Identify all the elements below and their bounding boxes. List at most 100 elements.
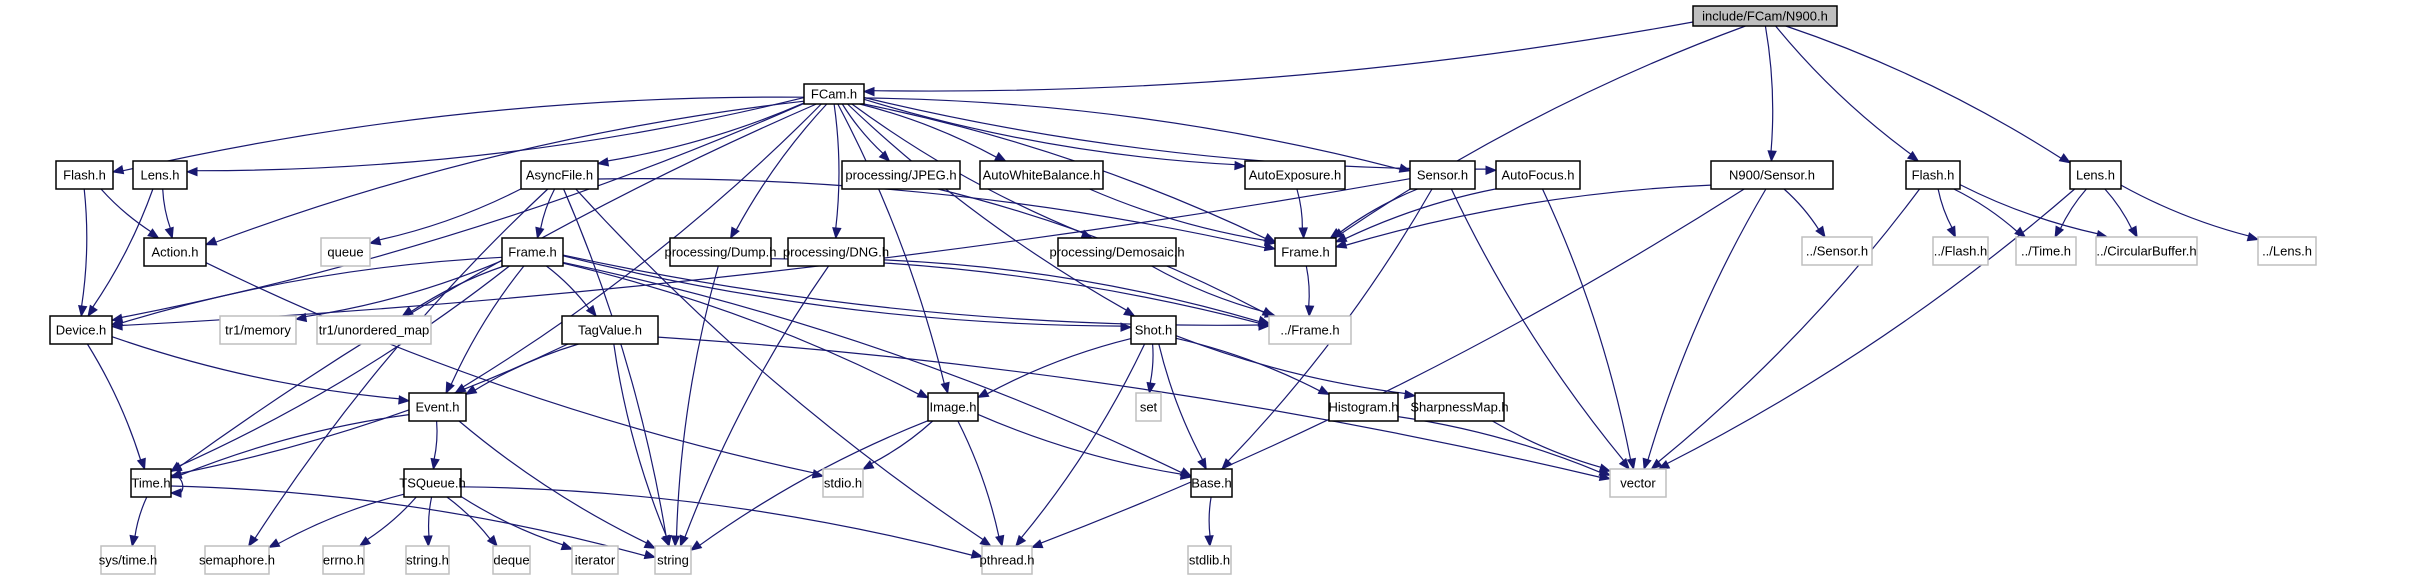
edge-line xyxy=(205,262,815,474)
node-box xyxy=(1409,160,1476,190)
node-flash2[interactable]: Flash.h xyxy=(1905,160,1961,190)
node-label: AutoFocus.h xyxy=(1502,167,1575,182)
node-n900sensor[interactable]: N900/Sensor.h xyxy=(1710,160,1834,190)
node-label: queue xyxy=(327,244,363,259)
node-dng[interactable]: processing/DNG.h xyxy=(783,237,889,267)
node-demosaic[interactable]: processing/Demosaic.h xyxy=(1049,237,1185,267)
node-image[interactable]: Image.h xyxy=(927,392,979,422)
arrowhead-icon xyxy=(267,538,281,549)
node-asyncfile[interactable]: AsyncFile.h xyxy=(520,160,599,190)
node-jpeg[interactable]: processing/JPEG.h xyxy=(841,160,961,190)
edge-sensor-to-frame2 xyxy=(1329,188,1418,239)
node-label: string xyxy=(657,552,689,567)
edge-line xyxy=(851,103,1085,235)
node-label: processing/JPEG.h xyxy=(845,167,956,182)
edge-line xyxy=(735,103,828,231)
node-histogram[interactable]: Histogram.h xyxy=(1328,392,1399,422)
node-dump[interactable]: processing/Dump.h xyxy=(665,237,777,267)
node-box xyxy=(1495,160,1581,190)
arrowhead-icon xyxy=(862,86,875,97)
edge-line xyxy=(657,336,1602,479)
node-frame1[interactable]: Frame.h xyxy=(501,237,564,267)
edge-n900-to-flash2 xyxy=(1775,25,1920,162)
node-stringh: string.h xyxy=(405,545,450,575)
edge-line xyxy=(366,496,417,541)
node-action[interactable]: Action.h xyxy=(143,237,207,267)
edge-line xyxy=(378,188,522,241)
edges-layer xyxy=(78,21,2260,560)
edge-dump-to-relframe xyxy=(770,258,1271,327)
arrowhead-icon xyxy=(535,226,545,240)
node-lens1[interactable]: Lens.h xyxy=(132,160,188,190)
node-semaphore: semaphore.h xyxy=(199,545,275,575)
edge-fcam-to-dng xyxy=(832,103,842,240)
edge-ae-to-frame2 xyxy=(1296,188,1308,240)
node-fcam[interactable]: FCam.h xyxy=(803,83,865,105)
node-box xyxy=(322,545,365,575)
node-box xyxy=(1187,545,1232,575)
arrowhead-icon xyxy=(585,304,597,318)
node-awb[interactable]: AutoWhiteBalance.h xyxy=(979,160,1104,190)
node-tagvalue[interactable]: TagValue.h xyxy=(561,315,659,345)
node-frame2[interactable]: Frame.h xyxy=(1274,237,1337,267)
node-label: Flash.h xyxy=(1912,167,1955,182)
node-label: ../Time.h xyxy=(2021,243,2071,258)
edge-tagvalue-to-string xyxy=(613,343,670,548)
edge-line xyxy=(872,21,1694,92)
edge-sensor-to-vector xyxy=(1450,188,1630,471)
edge-line xyxy=(1775,25,1913,156)
node-base[interactable]: Base.h xyxy=(1190,468,1233,498)
edge-shot-to-image xyxy=(976,338,1132,399)
edge-shot-to-pthread xyxy=(1015,343,1146,548)
edge-flash2-to-vector xyxy=(1650,188,1921,470)
edge-n900-to-n900sensor xyxy=(1764,25,1777,163)
node-systime: sys/time.h xyxy=(99,545,157,575)
edge-shot-to-histogram xyxy=(1175,337,1331,396)
edge-line xyxy=(977,413,1183,475)
edge-line xyxy=(597,178,1267,249)
edge-line xyxy=(841,103,885,155)
node-relflash: ../Flash.h xyxy=(1932,236,1989,266)
edge-line xyxy=(539,188,556,230)
edge-time-to-string xyxy=(170,485,657,560)
arrowhead-icon xyxy=(2128,225,2138,239)
arrowhead-icon xyxy=(916,388,930,399)
edge-line xyxy=(134,496,148,538)
node-box xyxy=(2095,236,2198,266)
edge-line xyxy=(684,265,830,539)
node-ae[interactable]: AutoExposure.h xyxy=(1244,160,1346,190)
edge-line xyxy=(575,188,985,541)
node-label: FCam.h xyxy=(811,86,857,101)
node-device[interactable]: Device.h xyxy=(49,315,113,345)
arrowhead-icon xyxy=(185,166,198,177)
node-event[interactable]: Event.h xyxy=(408,392,467,422)
node-box xyxy=(1328,392,1399,422)
node-box xyxy=(405,545,450,575)
node-sensor[interactable]: Sensor.h xyxy=(1409,160,1476,190)
node-shot[interactable]: Shot.h xyxy=(1130,315,1177,345)
edge-n900sensor-to-vector xyxy=(1642,188,1767,471)
edge-n900-to-frame2 xyxy=(1331,25,1746,239)
edge-line xyxy=(562,255,1123,327)
node-flash1[interactable]: Flash.h xyxy=(55,160,114,190)
node-stdlib: stdlib.h xyxy=(1187,545,1232,575)
node-time[interactable]: Time.h xyxy=(130,468,172,498)
arrowhead-icon xyxy=(423,535,433,548)
edge-line xyxy=(473,343,579,392)
node-box xyxy=(1268,315,1352,345)
arrowhead-icon xyxy=(398,395,411,405)
node-label: AutoWhiteBalance.h xyxy=(983,167,1101,182)
edge-dump-to-string xyxy=(670,265,719,548)
node-sharpness[interactable]: SharpnessMap.h xyxy=(1410,392,1509,422)
node-tsqueue[interactable]: TSQueue.h xyxy=(399,468,466,498)
node-label: Image.h xyxy=(930,399,977,414)
node-lens2[interactable]: Lens.h xyxy=(2069,160,2122,190)
arrowhead-icon xyxy=(368,236,382,246)
arrowhead-icon xyxy=(169,462,183,472)
edge-line xyxy=(450,265,525,386)
edge-line xyxy=(1151,265,1268,314)
edge-line xyxy=(1344,184,1712,247)
node-n900[interactable]: include/FCam/N900.h xyxy=(1692,5,1838,27)
node-af[interactable]: AutoFocus.h xyxy=(1495,160,1581,190)
